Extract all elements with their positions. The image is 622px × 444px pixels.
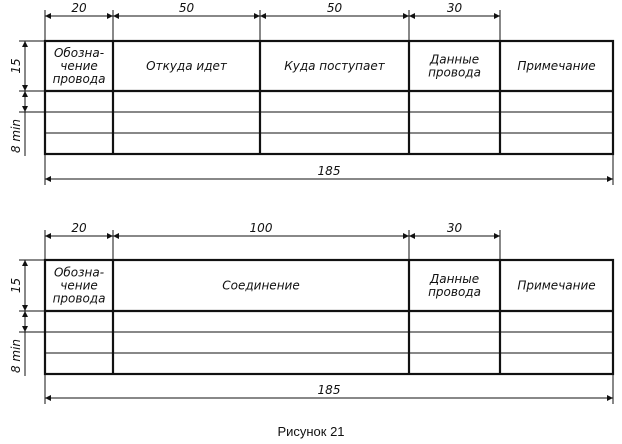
table1-header-text: Куда поступает (284, 59, 386, 73)
table1-dimension-header-height: 15 (9, 58, 23, 73)
table1-dimension-label: 30 (447, 1, 463, 15)
table1-header-text: Обозна- (54, 46, 104, 60)
table1-dimension-label: 20 (71, 1, 87, 15)
table2-frame (43, 258, 615, 376)
table1-header-text: провода (428, 66, 481, 80)
table2-header-text: Соединение (222, 279, 299, 293)
table1-dimension-label: 50 (179, 1, 195, 15)
table2-header-text: Обозна- (54, 266, 104, 280)
table2-header-text: Данные (429, 272, 479, 286)
table2-dimension-header-height: 15 (9, 278, 23, 293)
table2-header-text: провода (53, 292, 106, 306)
table1-header-text: провода (53, 72, 106, 86)
table1-dimension-total: 185 (318, 164, 341, 178)
table1-header-text: чение (60, 59, 98, 73)
figure-caption: Рисунок 21 (277, 424, 344, 439)
table1-frame (43, 39, 615, 156)
table2-dimension-label: 30 (447, 221, 463, 235)
table2-dimension-row-height: 8 min (9, 339, 23, 373)
table2-header-text: Примечание (517, 279, 595, 293)
table1-header-text: Примечание (517, 59, 595, 73)
table2-dimension-label: 100 (250, 221, 273, 235)
table2-header-text: провода (428, 285, 481, 299)
table1-dimension-row-height: 8 min (9, 119, 23, 153)
table1-dimension-label: 50 (327, 1, 343, 15)
table2-header-text: чение (60, 279, 98, 293)
table2-dimension-total: 185 (318, 383, 341, 397)
table1-header-text: Откуда идет (146, 59, 228, 73)
table2-dimension-label: 20 (71, 221, 87, 235)
table1-header-text: Данные (429, 53, 479, 67)
